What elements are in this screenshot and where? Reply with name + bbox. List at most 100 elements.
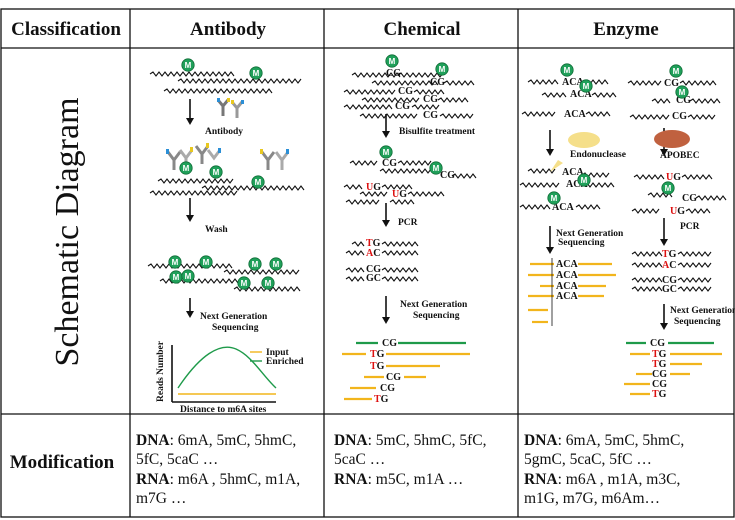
methyl-mark-icon: M [435,62,449,76]
dna-strand [413,89,445,95]
methyl-mark-icon: M [429,161,443,175]
sequence-motif: CG [664,78,679,89]
antibody-ngs-label-2: Sequencing [212,323,259,333]
step-arrow-icon [660,218,668,246]
table-grid [0,8,735,518]
methyl-mark-icon: M [168,255,182,269]
sequence-motif: CG [386,372,401,383]
svg-text:M: M [679,88,686,97]
methyl-mark-icon: M [577,173,591,187]
sequence-motif: CG [380,383,395,394]
apobec-label: APOBEC [660,151,700,161]
svg-text:M: M [383,148,390,157]
bound-antibody-icon [194,143,222,164]
sequence-motif: TG [374,394,389,405]
sequence-motif: ACA [562,77,584,88]
dna-strand [527,168,556,174]
antibody-rna-values-1: : m6A , 5hmC, m1A, [170,471,300,488]
step-arrow-icon [186,99,194,125]
dna-strand [345,276,365,282]
dna-strand [397,72,444,78]
dna-strand [397,160,432,166]
svg-text:M: M [265,279,272,288]
chemical-dna-label: DNA [334,432,368,449]
sequence-motif: AC [366,248,380,259]
step-arrow-icon [186,198,194,222]
dna-strand [687,114,716,120]
methyl-mark-icon: M [169,270,183,284]
step-arrow-icon [546,130,554,156]
dna-strand [689,98,721,104]
methyl-mark-icon: M [261,276,275,290]
dna-strand [349,160,378,166]
svg-text:M: M [673,67,680,76]
dna-strand [677,262,712,268]
dna-strand [629,114,670,120]
chemical-ngs-label-1: Next Generation [400,300,468,310]
dna-strand [521,111,556,117]
dna-strand [379,168,438,174]
methyl-mark-icon: M [379,145,393,159]
plot-x-label: Distance to m6A sites [180,405,267,415]
dna-strand [627,80,662,86]
svg-text:M: M [203,258,210,267]
dna-strand [677,277,712,283]
methyl-mark-icon: M [199,255,213,269]
svg-text:M: M [583,82,590,91]
dna-strand [631,251,663,257]
methyl-mark-icon: M [269,257,283,271]
dna-strand [591,92,617,98]
antibody-dna-line1: DNA: 6mA, 5mC, 5hmC, [136,432,296,449]
methyl-mark-icon: M [661,181,675,195]
svg-text:M: M [389,57,396,66]
dna-strand [147,263,233,269]
sequence-motif: CG [652,369,667,380]
methyl-mark-icon: M [547,191,561,205]
svg-text:M: M [213,168,220,177]
chemical-pcr-label: PCR [398,218,418,228]
chemical-dna-values-2: 5caC … [334,451,385,468]
sequence-motif: CG [440,170,455,181]
sequence-motif: GC [366,273,381,284]
antibody-panel: MM Antibody [147,58,305,415]
dna-strand [695,195,727,201]
dna-strand [343,184,363,190]
dna-strand [149,190,238,196]
dna-strand [685,208,711,214]
chemical-strands: CGCGCGCGCGCGMMCGCGUGUGMMTGACCGGCCGTGTGCG… [342,54,477,405]
enzyme-ngs-right-2: Sequencing [674,317,721,327]
dna-strand [631,262,663,268]
row-label-modification: Modification [10,452,115,473]
antibody-dna-values-1: : 6mA, 5mC, 5hmC, [170,432,297,449]
enrichment-plot: Reads Number Distance to m6A sites Input… [156,340,304,415]
table-outer-border [0,8,735,518]
enzyme-dna-line1: DNA: 6mA, 5mC, 5hmC, [524,432,684,449]
antibody-rna-line1: RNA: m6A , 5hmC, m1A, [136,471,300,488]
antibody-icon [216,98,244,118]
sequence-motif: CG [395,101,410,112]
antibody-input-strands: MM [149,58,302,94]
dna-strand [381,184,413,190]
bound-antibody-icons [166,143,290,170]
dna-strand [343,104,393,110]
enzyme-dna-label: DNA [524,432,558,449]
sequence-motif: ACA [556,281,578,292]
dna-strand [677,286,712,292]
chemical-rna-line1: RNA: m5C, m1A … [334,471,463,488]
dna-strand [575,204,601,210]
plot-y-label: Reads Number [156,340,166,402]
svg-text:M: M [241,279,248,288]
sequence-motif: GC [662,284,677,295]
svg-text:M: M [273,260,280,269]
antibody-dna-values-2: 5fC, 5caC … [136,451,218,468]
sequence-motif: CG [366,264,381,275]
modification-enzyme-cell: DNA: 6mA, 5mC, 5hmC, 5gmC, 5caC, 5fC … R… [524,432,684,507]
chemical-rna-label: RNA [334,471,368,488]
dna-strand [679,80,717,86]
sequence-motif: ACA [566,179,588,190]
header-chemical: Chemical [383,19,460,40]
dna-strand [411,104,440,110]
dna-strand [381,241,419,247]
